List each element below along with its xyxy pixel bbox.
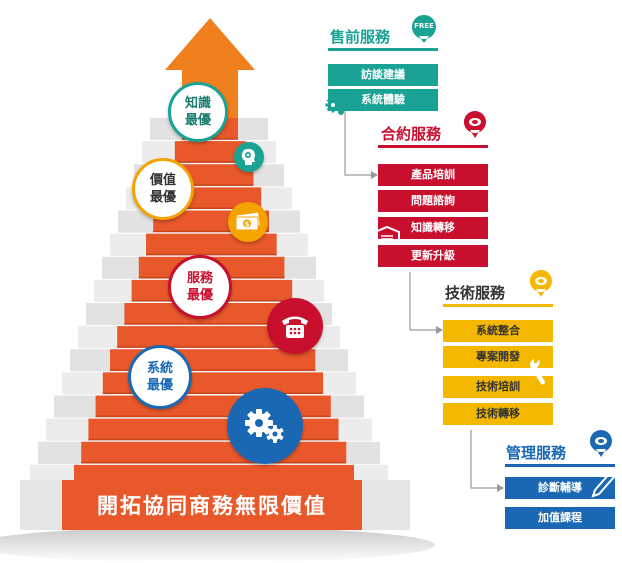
- carpet-step-edge: [81, 461, 347, 464]
- carpet-step-edge: [167, 184, 254, 186]
- carpet-step-edge: [153, 230, 269, 233]
- carpet-step-edge: [95, 415, 331, 418]
- step-circle-value: 價值 最優: [132, 158, 194, 220]
- carpet-base: [62, 480, 362, 530]
- section-title-management: 管理服務: [506, 444, 567, 462]
- carpet-step-edge: [102, 392, 324, 394]
- step-circle-system: 系統 最優: [128, 345, 192, 409]
- main-banner: 開拓協同商務無限價值: [97, 494, 327, 518]
- section-title-technical: 技術服務: [445, 284, 506, 302]
- head-gear-icon: [241, 148, 255, 165]
- bar-management-2: 加值課程: [505, 507, 615, 529]
- management-pin-icon: [588, 429, 614, 459]
- carpet-step-edge: [110, 369, 316, 371]
- bar-contract-2: 問題諮詢: [378, 190, 488, 212]
- money-circle: $: [228, 202, 268, 242]
- upgrade-icon: [374, 225, 400, 243]
- bar-technical-3: 技術培訓: [443, 376, 553, 398]
- carpet-step: [81, 441, 347, 464]
- carpet-step-edge: [124, 323, 300, 325]
- bar-technical-4: 技術轉移: [443, 403, 553, 425]
- bar-presales-1: 訪談建議: [328, 64, 438, 86]
- bar-contract-3: 知識轉移: [378, 217, 488, 239]
- money-icon: $: [235, 212, 260, 231]
- gears-icon: [245, 409, 284, 443]
- management-title-rule: [505, 464, 615, 467]
- bar-technical-2: 專案開發: [443, 346, 553, 368]
- wrench-icon: [530, 359, 545, 385]
- connector-arrowheads: [371, 171, 504, 492]
- bar-presales-2: 系統體驗: [328, 89, 438, 111]
- step-circle-service: 服務 最優: [168, 255, 232, 319]
- carpet-step-edge: [160, 207, 262, 209]
- carpet-step: [174, 141, 246, 163]
- carpet-step: [117, 326, 308, 348]
- phone-icon: [282, 316, 308, 338]
- carpet-step-edge: [174, 161, 246, 163]
- contract-title-rule: [378, 145, 488, 148]
- gear-icon: [325, 97, 344, 115]
- bar-contract-4: 更新升級: [378, 245, 488, 267]
- carpet-step-edge: [117, 346, 308, 348]
- gears-circle: [227, 388, 303, 464]
- contract-pin-icon: [462, 110, 488, 140]
- technical-title-rule: [443, 304, 553, 307]
- flow-connectors: [344, 96, 498, 489]
- head-gear-circle: [234, 142, 264, 172]
- phone-circle: [267, 298, 323, 354]
- step-circle-knowledge: 知識 最優: [168, 82, 228, 142]
- technical-pin-icon: [528, 269, 554, 299]
- carpet-step-edge: [88, 438, 339, 441]
- presales-title-rule: [328, 48, 438, 51]
- pen-icon: [591, 471, 616, 498]
- section-title-contract: 合約服務: [381, 125, 442, 143]
- free-badge: FREE: [410, 14, 438, 43]
- bar-contract-1: 產品培訓: [378, 164, 488, 186]
- carpet-step-edge: [146, 253, 277, 256]
- bar-management-1: 診斷輔導: [505, 477, 615, 499]
- section-title-presales: 售前服務: [330, 28, 391, 46]
- floor-shadow: [0, 527, 435, 563]
- svg-text:$: $: [245, 221, 250, 229]
- bar-technical-1: 系統整合: [443, 320, 553, 342]
